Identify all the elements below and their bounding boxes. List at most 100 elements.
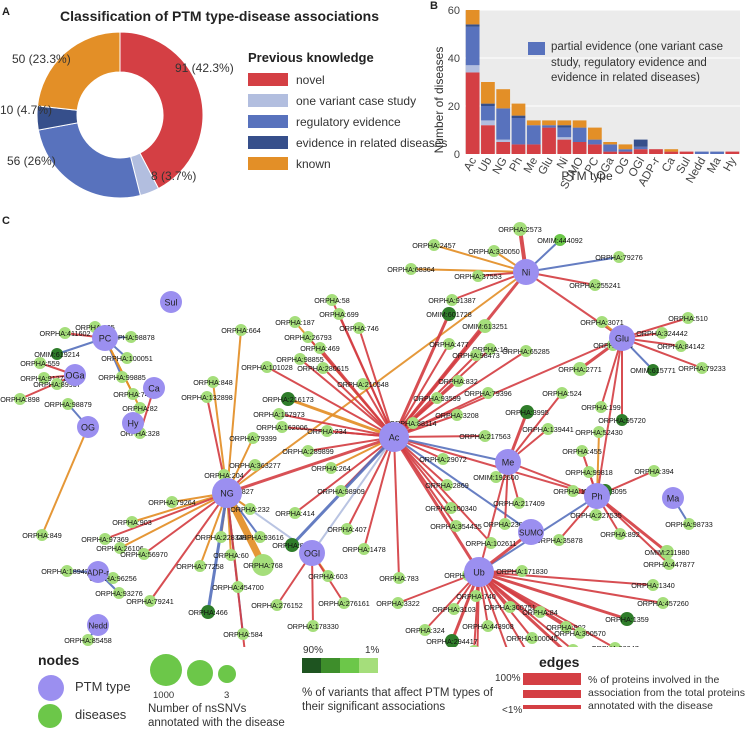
disease-node[interactable] bbox=[127, 388, 139, 400]
disease-node[interactable] bbox=[261, 361, 273, 373]
disease-node[interactable] bbox=[613, 251, 625, 263]
disease-node[interactable] bbox=[648, 465, 660, 477]
disease-node[interactable] bbox=[285, 538, 299, 552]
disease-node[interactable] bbox=[125, 331, 137, 343]
disease-node[interactable] bbox=[576, 445, 588, 457]
disease-node[interactable] bbox=[478, 319, 492, 333]
disease-node[interactable] bbox=[567, 485, 579, 497]
ptm-node-adp-r[interactable] bbox=[87, 561, 109, 583]
disease-node[interactable] bbox=[271, 599, 283, 611]
ptm-node-sumo[interactable] bbox=[518, 519, 544, 545]
disease-node[interactable] bbox=[407, 417, 419, 429]
disease-node[interactable] bbox=[620, 612, 634, 626]
disease-node[interactable] bbox=[485, 537, 497, 549]
disease-node[interactable] bbox=[595, 401, 607, 413]
ptm-node-ph[interactable] bbox=[584, 483, 610, 509]
ptm-node-me[interactable] bbox=[495, 449, 521, 475]
disease-node[interactable] bbox=[113, 587, 125, 599]
disease-node[interactable] bbox=[520, 345, 532, 357]
disease-node[interactable] bbox=[247, 432, 259, 444]
disease-node[interactable] bbox=[660, 545, 674, 559]
disease-node[interactable] bbox=[281, 392, 295, 406]
ptm-node-nedd[interactable] bbox=[87, 614, 109, 636]
disease-node[interactable] bbox=[307, 620, 319, 632]
disease-node[interactable] bbox=[647, 579, 659, 591]
disease-node[interactable] bbox=[405, 263, 417, 275]
disease-node[interactable] bbox=[451, 409, 463, 421]
disease-node[interactable] bbox=[609, 642, 621, 647]
ptm-node-oga[interactable] bbox=[64, 364, 86, 386]
disease-node[interactable] bbox=[675, 340, 687, 352]
disease-node[interactable] bbox=[338, 597, 350, 609]
disease-node[interactable] bbox=[513, 497, 525, 509]
disease-node[interactable] bbox=[321, 425, 333, 437]
disease-node[interactable] bbox=[589, 279, 601, 291]
disease-node[interactable] bbox=[472, 270, 484, 282]
disease-node[interactable] bbox=[357, 378, 369, 390]
disease-node[interactable] bbox=[51, 378, 63, 390]
disease-node[interactable] bbox=[446, 294, 458, 306]
ptm-node-ub[interactable] bbox=[464, 557, 494, 587]
disease-node[interactable] bbox=[252, 554, 274, 576]
disease-node[interactable] bbox=[36, 529, 48, 541]
disease-node[interactable] bbox=[114, 542, 126, 554]
disease-node[interactable] bbox=[276, 421, 288, 433]
disease-node[interactable] bbox=[567, 644, 579, 647]
disease-node[interactable] bbox=[314, 342, 326, 354]
disease-node[interactable] bbox=[254, 531, 266, 543]
disease-node[interactable] bbox=[616, 414, 628, 426]
ptm-node-ng[interactable] bbox=[212, 478, 242, 508]
disease-node[interactable] bbox=[553, 534, 565, 546]
disease-node[interactable] bbox=[207, 376, 219, 388]
disease-node[interactable] bbox=[452, 375, 464, 387]
disease-node[interactable] bbox=[244, 503, 256, 515]
disease-node[interactable] bbox=[302, 445, 314, 457]
disease-node[interactable] bbox=[683, 518, 695, 530]
disease-node[interactable] bbox=[516, 565, 528, 577]
disease-node[interactable] bbox=[428, 239, 440, 251]
disease-node[interactable] bbox=[419, 624, 431, 636]
disease-node[interactable] bbox=[574, 627, 586, 639]
ptm-node-ni[interactable] bbox=[513, 259, 539, 285]
ptm-node-ac[interactable] bbox=[379, 422, 409, 452]
disease-node[interactable] bbox=[437, 453, 449, 465]
ptm-node-ogl[interactable] bbox=[299, 540, 325, 566]
disease-node[interactable] bbox=[358, 543, 370, 555]
disease-node[interactable] bbox=[442, 307, 456, 321]
disease-node[interactable] bbox=[682, 312, 694, 324]
disease-node[interactable] bbox=[556, 387, 568, 399]
disease-node[interactable] bbox=[470, 349, 482, 361]
disease-node[interactable] bbox=[34, 357, 46, 369]
disease-node[interactable] bbox=[614, 528, 626, 540]
disease-node[interactable] bbox=[294, 353, 306, 365]
disease-node[interactable] bbox=[663, 558, 675, 570]
disease-node[interactable] bbox=[526, 632, 538, 644]
disease-node[interactable] bbox=[482, 620, 494, 632]
disease-node[interactable] bbox=[38, 372, 50, 384]
disease-node[interactable] bbox=[322, 570, 334, 582]
disease-node[interactable] bbox=[326, 294, 338, 306]
disease-node[interactable] bbox=[107, 572, 119, 584]
disease-node[interactable] bbox=[59, 327, 71, 339]
disease-node[interactable] bbox=[534, 606, 546, 618]
disease-node[interactable] bbox=[302, 331, 314, 343]
disease-node[interactable] bbox=[82, 634, 94, 646]
ptm-node-sul[interactable] bbox=[160, 291, 182, 313]
disease-node[interactable] bbox=[393, 572, 405, 584]
disease-node[interactable] bbox=[144, 595, 156, 607]
disease-node[interactable] bbox=[445, 634, 459, 647]
disease-node[interactable] bbox=[116, 371, 128, 383]
disease-node[interactable] bbox=[225, 549, 237, 561]
disease-node[interactable] bbox=[201, 391, 213, 403]
disease-node[interactable] bbox=[573, 362, 587, 376]
disease-node[interactable] bbox=[657, 597, 669, 609]
disease-node[interactable] bbox=[479, 430, 491, 442]
disease-node[interactable] bbox=[484, 343, 496, 355]
disease-node[interactable] bbox=[504, 601, 516, 613]
disease-node[interactable] bbox=[448, 603, 460, 615]
disease-node[interactable] bbox=[441, 479, 453, 491]
disease-node[interactable] bbox=[470, 590, 482, 602]
disease-node[interactable] bbox=[596, 316, 608, 328]
disease-node[interactable] bbox=[99, 533, 111, 545]
ptm-node-pc[interactable] bbox=[92, 325, 118, 351]
